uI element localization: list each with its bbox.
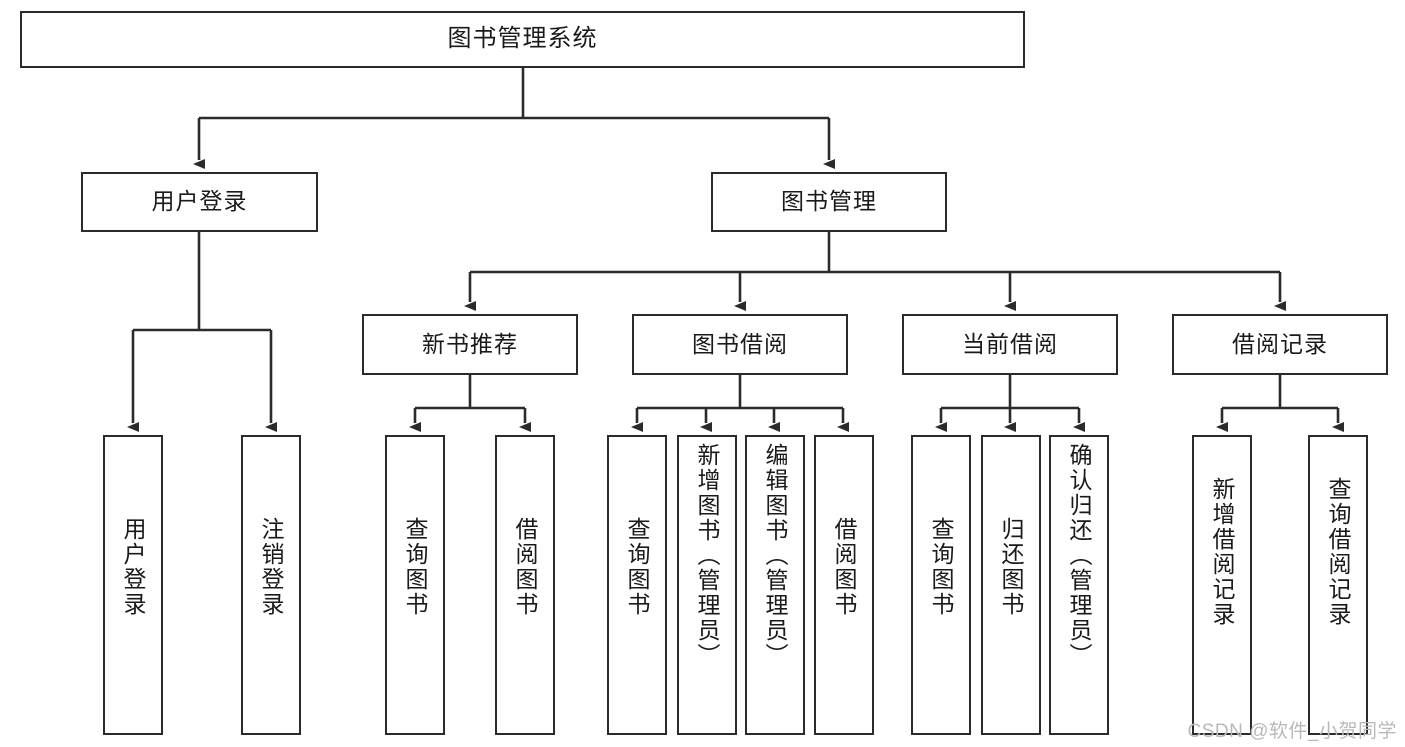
leaf-confirm-return-admin[interactable]: 确认归还（管理员）	[1049, 435, 1109, 735]
leaf-borrow-book-1[interactable]: 借阅图书	[495, 435, 555, 735]
leaf-query-book-1-label: 查询图书	[402, 517, 429, 617]
leaf-confirm-return-admin-label: 确认归还（管理员）	[1066, 443, 1093, 668]
leaf-add-book-admin[interactable]: 新增图书（管理员）	[677, 435, 737, 735]
leaf-borrow-book-2-label: 借阅图书	[831, 517, 858, 617]
node-root-label: 图书管理系统	[447, 25, 598, 53]
node-book-borrow-label: 图书借阅	[692, 330, 788, 357]
node-root[interactable]: 图书管理系统	[20, 11, 1025, 68]
leaf-borrow-book-2[interactable]: 借阅图书	[814, 435, 874, 735]
node-new-book-recommend[interactable]: 新书推荐	[362, 314, 578, 375]
leaf-query-borrow-record-label: 查询借阅记录	[1325, 477, 1352, 627]
leaf-add-borrow-record[interactable]: 新增借阅记录	[1192, 435, 1252, 735]
node-current-borrow-label: 当前借阅	[962, 330, 1058, 357]
node-current-borrow[interactable]: 当前借阅	[902, 314, 1118, 375]
leaf-user-login-label: 用户登录	[120, 517, 147, 617]
node-book-borrow[interactable]: 图书借阅	[632, 314, 848, 375]
node-borrow-record[interactable]: 借阅记录	[1172, 314, 1388, 375]
leaf-add-book-admin-label: 新增图书（管理员）	[694, 443, 721, 668]
leaf-return-book[interactable]: 归还图书	[981, 435, 1041, 735]
node-new-book-recommend-label: 新书推荐	[422, 330, 518, 357]
leaf-query-book-3[interactable]: 查询图书	[911, 435, 971, 735]
node-borrow-record-label: 借阅记录	[1232, 330, 1328, 357]
leaf-query-book-2-label: 查询图书	[624, 517, 651, 617]
leaf-query-book-3-label: 查询图书	[928, 517, 955, 617]
leaf-add-borrow-record-label: 新增借阅记录	[1209, 477, 1236, 627]
node-book-management[interactable]: 图书管理	[711, 172, 947, 232]
leaf-query-book-2[interactable]: 查询图书	[607, 435, 667, 735]
leaf-query-borrow-record[interactable]: 查询借阅记录	[1308, 435, 1368, 735]
leaf-logout-label: 注销登录	[258, 517, 285, 617]
leaf-query-book-1[interactable]: 查询图书	[385, 435, 445, 735]
node-user-login-label: 用户登录	[151, 188, 248, 215]
csdn-watermark: CSDN @软件_小贺同学	[1187, 721, 1397, 742]
leaf-edit-book-admin-label: 编辑图书（管理员）	[762, 443, 789, 668]
node-user-login[interactable]: 用户登录	[81, 172, 318, 232]
leaf-borrow-book-1-label: 借阅图书	[512, 517, 539, 617]
leaf-logout[interactable]: 注销登录	[241, 435, 301, 735]
node-book-management-label: 图书管理	[781, 188, 877, 215]
leaf-edit-book-admin[interactable]: 编辑图书（管理员）	[745, 435, 805, 735]
leaf-user-login[interactable]: 用户登录	[103, 435, 163, 735]
leaf-return-book-label: 归还图书	[998, 517, 1025, 617]
